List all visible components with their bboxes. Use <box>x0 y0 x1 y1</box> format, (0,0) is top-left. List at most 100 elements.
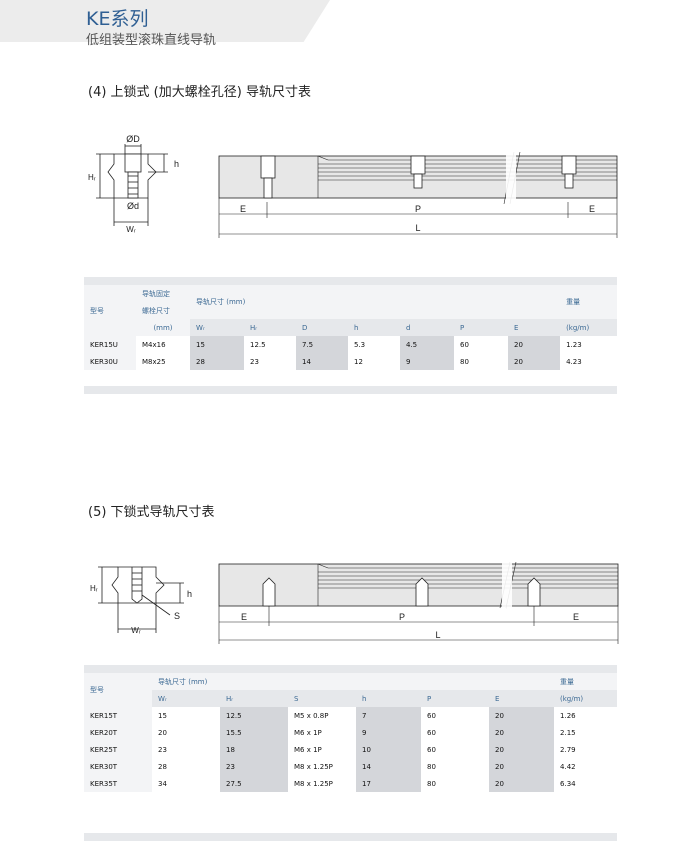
table-cell: 80 <box>454 353 508 370</box>
table-cell: M4x16 <box>136 336 190 353</box>
table2-top-bar <box>84 665 617 673</box>
table-cell: 1.26 <box>554 707 618 724</box>
dim-label-e-right: E <box>589 204 595 214</box>
section1-cross-section-diagram: ØD Ød h Hᵣ Wᵣ <box>88 134 179 234</box>
col-header: P <box>421 690 489 707</box>
table-cell: 20 <box>489 707 555 724</box>
series-title: KE系列 <box>86 8 149 30</box>
table-row: KER15U M4x16 15 12.5 7.5 5.3 4.5 60 20 1… <box>84 336 618 353</box>
header-bolt-line2: 螺栓尺寸 <box>136 302 190 319</box>
dim-label-h: h <box>187 589 192 599</box>
table-cell: 60 <box>421 707 489 724</box>
table-cell: 14 <box>296 353 348 370</box>
table-cell: 80 <box>421 758 489 775</box>
dim-label-D: ØD <box>126 134 140 144</box>
table-cell: M8x25 <box>136 353 190 370</box>
table-cell: M6 x 1P <box>288 724 356 741</box>
header-model: 型号 <box>84 285 136 336</box>
table-row: KER35T 34 27.5 M8 x 1.25P 17 80 20 6.34 <box>84 775 618 792</box>
table-cell: 15 <box>152 707 220 724</box>
table-cell: KER30U <box>84 353 136 370</box>
table-cell: M8 x 1.25P <box>288 758 356 775</box>
section1-rail-side-view: E P E L <box>218 152 618 238</box>
col-header: E <box>489 690 555 707</box>
col-header: Wᵣ <box>152 690 220 707</box>
dim-label-hr: Hᵣ <box>88 173 96 182</box>
col-header: D <box>296 319 348 336</box>
table-cell: 1.23 <box>560 336 618 353</box>
table-cell: 28 <box>190 353 244 370</box>
table-cell: 20 <box>489 775 555 792</box>
table-cell: KER30T <box>84 758 152 775</box>
table-cell: 23 <box>244 353 296 370</box>
dim-label-l: L <box>435 630 440 640</box>
col-header: S <box>288 690 356 707</box>
table-cell: KER25T <box>84 741 152 758</box>
table1-bottom-bar <box>84 386 617 394</box>
table-cell: M8 x 1.25P <box>288 775 356 792</box>
table-cell: KER20T <box>84 724 152 741</box>
dim-label-d: Ød <box>127 201 139 211</box>
table-cell: 28 <box>152 758 220 775</box>
table-cell: KER35T <box>84 775 152 792</box>
table-cell: 12 <box>348 353 400 370</box>
table-cell: KER15U <box>84 336 136 353</box>
header-dims: 导轨尺寸 (mm) <box>152 673 555 690</box>
table-cell: KER15T <box>84 707 152 724</box>
col-header: Hᵣ <box>244 319 296 336</box>
table-cell: 23 <box>220 758 288 775</box>
section2-title: (5) 下锁式导轨尺寸表 <box>88 505 215 520</box>
table-cell: 5.3 <box>348 336 400 353</box>
table-cell: M6 x 1P <box>288 741 356 758</box>
table-cell: 27.5 <box>220 775 288 792</box>
table-cell: 60 <box>454 336 508 353</box>
table-cell: 60 <box>421 741 489 758</box>
table-cell: 80 <box>421 775 489 792</box>
table-cell: 34 <box>152 775 220 792</box>
table-cell: 20 <box>489 758 555 775</box>
header-dims: 导轨尺寸 (mm) <box>190 285 561 319</box>
table-cell: 2.79 <box>554 741 618 758</box>
table-cell: 20 <box>489 741 555 758</box>
table-row: KER20T 20 15.5 M6 x 1P 9 60 20 2.15 <box>84 724 618 741</box>
col-header-weight-unit: (kg/m) <box>560 319 618 336</box>
dim-label-h: h <box>174 159 179 169</box>
table-cell: 4.42 <box>554 758 618 775</box>
header-bolt-unit: (mm) <box>136 319 190 336</box>
col-header: P <box>454 319 508 336</box>
dim-label-p: P <box>415 204 421 214</box>
dim-label-e-left: E <box>240 204 246 214</box>
table-cell: 20 <box>508 353 561 370</box>
table-row: KER25T 23 18 M6 x 1P 10 60 20 2.79 <box>84 741 618 758</box>
header-model: 型号 <box>84 673 152 707</box>
col-header: E <box>508 319 561 336</box>
table-cell: 7 <box>356 707 421 724</box>
col-header: Hᵣ <box>220 690 288 707</box>
table-cell: 12.5 <box>220 707 288 724</box>
table-row: KER15T 15 12.5 M5 x 0.8P 7 60 20 1.26 <box>84 707 618 724</box>
table-cell: 2.15 <box>554 724 618 741</box>
table-cell: 12.5 <box>244 336 296 353</box>
col-header: h <box>356 690 421 707</box>
table-cell: 4.23 <box>560 353 618 370</box>
section2-rail-side-view: E P E L <box>218 562 619 644</box>
dim-label-p: P <box>399 612 405 622</box>
table2-bottom-bar <box>84 833 617 841</box>
table-row: KER30T 28 23 M8 x 1.25P 14 80 20 4.42 <box>84 758 618 775</box>
header-weight: 重量 <box>554 673 618 690</box>
table-cell: 60 <box>421 724 489 741</box>
table-cell: 15.5 <box>220 724 288 741</box>
table-cell: M5 x 0.8P <box>288 707 356 724</box>
col-header-weight-unit: (kg/m) <box>554 690 618 707</box>
table-cell: 23 <box>152 741 220 758</box>
table-cell: 10 <box>356 741 421 758</box>
table-cell: 6.34 <box>554 775 618 792</box>
section1-title: (4) 上锁式 (加大螺栓孔径) 导轨尺寸表 <box>88 85 311 100</box>
table-cell: 20 <box>152 724 220 741</box>
header-weight: 重量 <box>560 285 618 319</box>
dim-label-l: L <box>415 223 420 233</box>
dim-label-wr: Wᵣ <box>131 626 141 635</box>
table-cell: 9 <box>356 724 421 741</box>
table-cell: 4.5 <box>400 336 454 353</box>
table-cell: 20 <box>508 336 561 353</box>
